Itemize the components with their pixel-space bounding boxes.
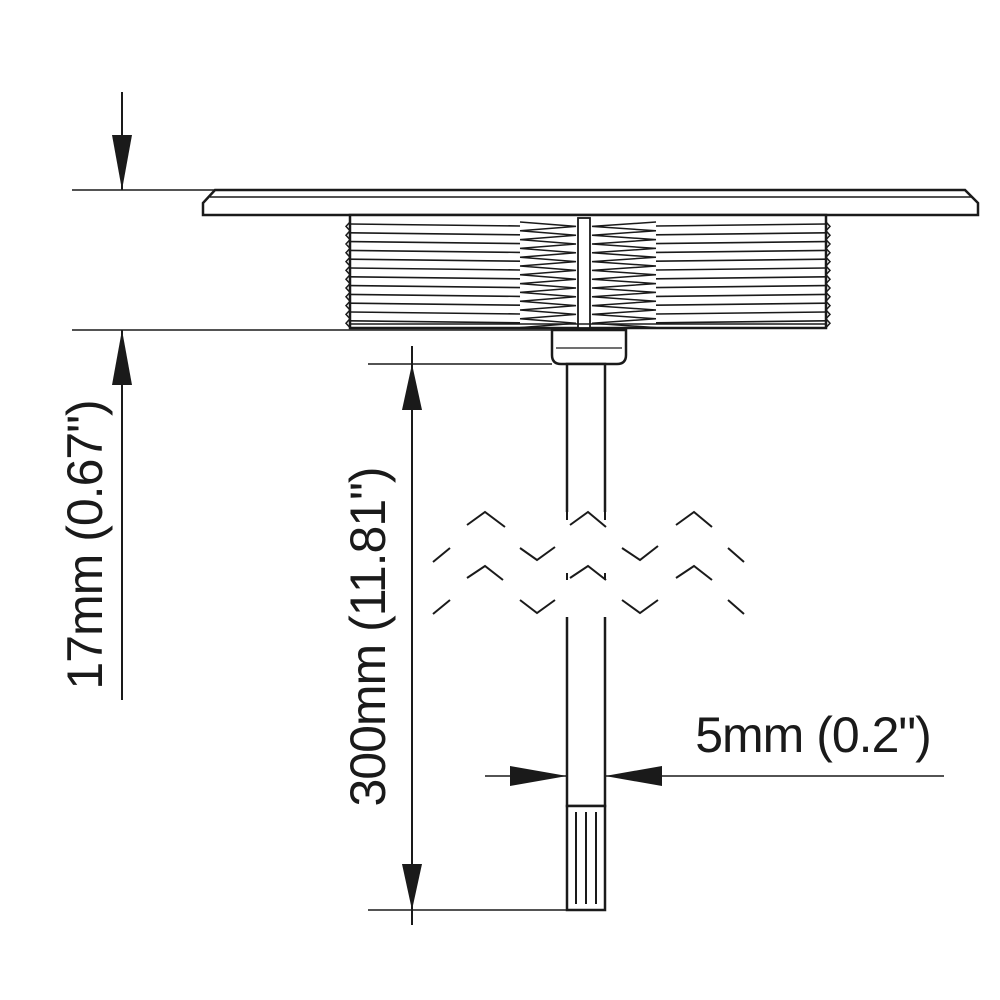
cable-connector: [565, 804, 607, 912]
cable-length-label: 300mm (11.81"): [340, 467, 396, 806]
thread-line: [350, 267, 826, 271]
thread-line: [350, 302, 826, 306]
thread-line: [350, 311, 826, 315]
thread-lines: [350, 223, 826, 324]
thread-line: [350, 240, 826, 245]
thread-line: [350, 276, 826, 280]
thread-profile-left: [519, 221, 577, 329]
dimension-cable-diameter: [485, 766, 944, 786]
flange: [201, 188, 980, 217]
break-marks: [420, 502, 760, 617]
thread-line: [350, 284, 826, 289]
thread-line: [350, 223, 826, 227]
dimension-thickness: [72, 92, 552, 700]
cable-diameter-label: 5mm (0.2"): [695, 707, 931, 763]
thread-profile-right: [591, 221, 657, 329]
thread-line: [350, 232, 826, 236]
threaded-body: [344, 213, 832, 330]
thread-line: [350, 249, 826, 254]
thread-line: [350, 258, 826, 262]
dimension-cable-length: [368, 346, 567, 925]
thread-line: [350, 293, 826, 298]
cable-gland: [550, 328, 628, 366]
thread-edge-teeth: [344, 221, 832, 329]
thread-line: [350, 320, 826, 324]
thickness-label: 17mm (0.67"): [57, 400, 113, 689]
